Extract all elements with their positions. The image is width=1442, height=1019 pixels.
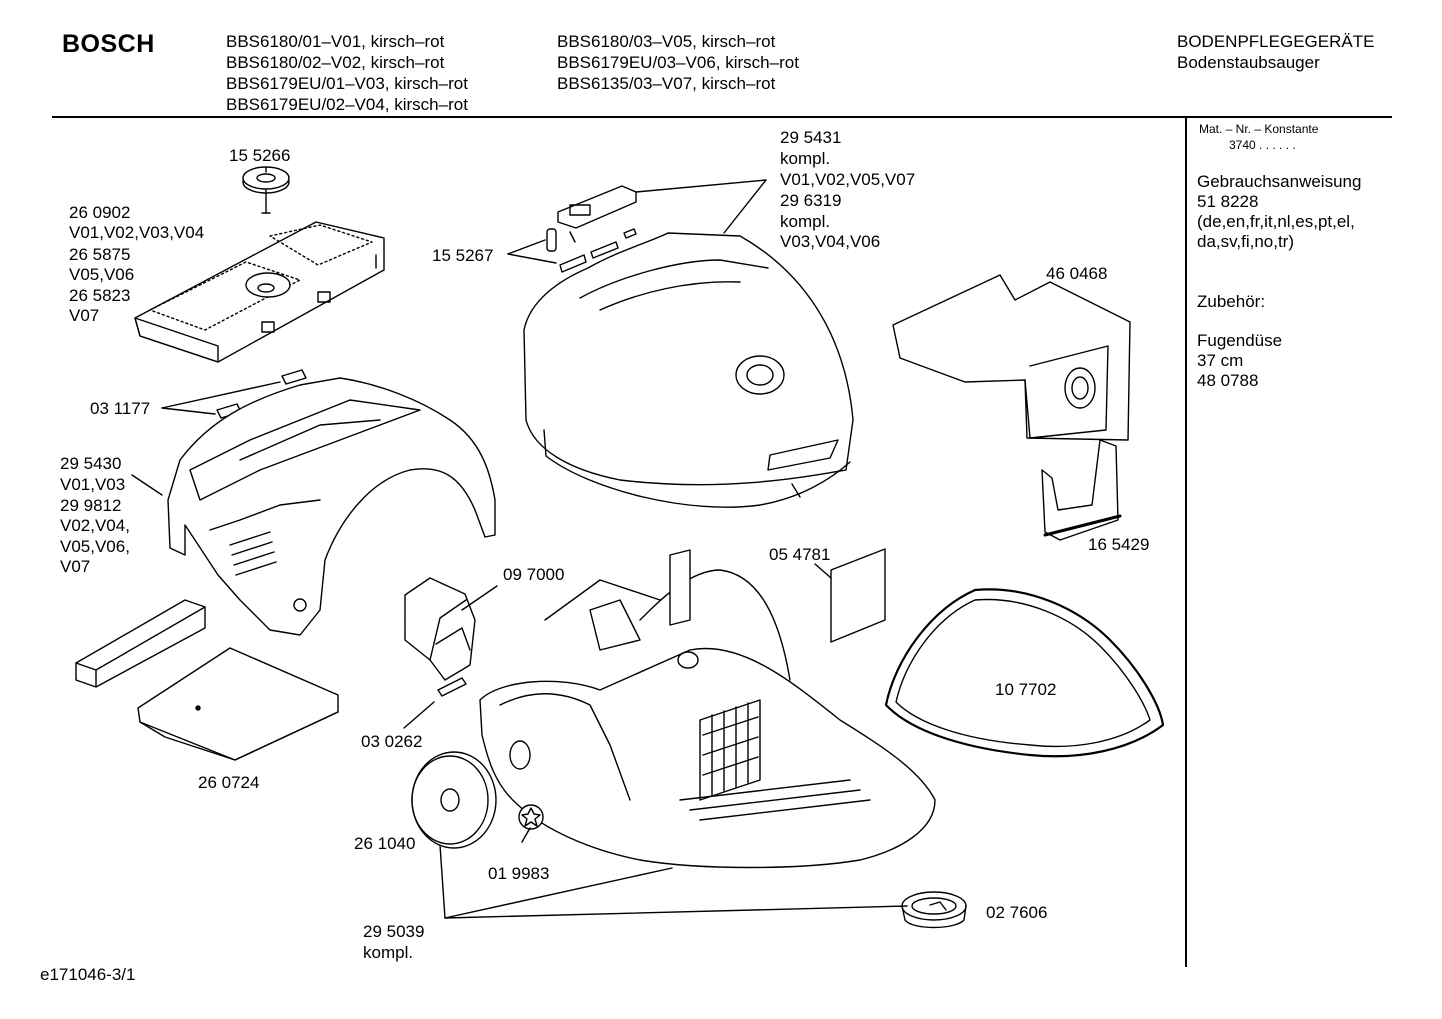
manual-langs: da,sv,fi,no,tr) [1197,232,1294,251]
model-line: BBS6179EU/02–V04, kirsch–rot [226,95,468,114]
housing-drawing [168,378,495,635]
part-label: 03 0262 [361,732,423,751]
model-line: BBS6179EU/01–V03, kirsch–rot [226,74,468,93]
small-parts-drawing [547,186,636,272]
star-clip-drawing [519,805,543,829]
part-label: V03,V04,V06 [780,232,881,251]
lid-assembly-drawing [524,233,853,507]
brand-logo: BOSCH [62,30,155,58]
part-label: 09 7000 [503,565,565,584]
leader-lines [132,168,907,918]
part-label: 01 9983 [488,864,550,883]
part-label: 26 0724 [198,773,260,792]
accessories-title: Zubehör: [1197,292,1266,311]
wheel-drawing [412,752,496,848]
dust-bag-drawing [893,275,1130,440]
part-label: 29 5430 [60,454,122,473]
part-label: 26 5823 [69,286,131,305]
mat-nr-value: 3740 . . . . . . [1229,138,1296,152]
part-label: 29 5039 [363,922,425,941]
part-label: V07 [60,557,91,576]
part-label: 26 5875 [69,245,131,264]
filter-sheet-drawing [831,549,885,642]
part-label: V01,V02,V03,V04 [69,223,205,242]
model-line: BBS6180/03–V05, kirsch–rot [557,32,776,51]
filter-pad-drawing [76,600,205,687]
part-label: 26 0902 [69,203,131,222]
category-title: BODENPFLEGEGERÄTE [1177,32,1375,51]
part-label: V05,V06, [60,537,130,556]
accessory-size: 37 cm [1197,351,1244,370]
part-label: 46 0468 [1046,264,1108,283]
part-label: 16 5429 [1088,535,1150,554]
part-label: 29 9812 [60,496,122,515]
part-label: 10 7702 [995,680,1057,699]
model-line: BBS6180/02–V02, kirsch–rot [226,53,445,72]
document-id: e171046-3/1 [40,965,136,984]
part-label: 15 5266 [229,146,291,165]
manual-title: Gebrauchsanweisung [1197,172,1362,191]
model-line: BBS6135/03–V07, kirsch–rot [557,74,776,93]
seal-drawing [886,589,1163,756]
model-line: BBS6180/01–V01, kirsch–rot [226,32,445,51]
part-label: 05 4781 [769,545,831,564]
part-label: V01,V03 [60,475,126,494]
part-label: V07 [69,306,100,325]
part-label: 26 1040 [354,834,416,853]
part-label: kompl. [780,212,831,231]
part-label: 29 5431 [780,128,842,147]
header-divider [52,116,1392,118]
accessory-number: 48 0788 [1197,371,1259,390]
filter-cover-drawing [135,222,384,362]
manual-langs: (de,en,fr,it,nl,es,pt,el, [1197,212,1355,231]
caster-drawing [902,892,966,928]
part-label: V05,V06 [69,265,135,284]
part-label: V02,V04, [60,516,130,535]
sidebar-divider [1185,117,1187,967]
subcategory-title: Bodenstaubsauger [1177,53,1320,72]
part-label: 29 6319 [780,191,842,210]
model-line: BBS6179EU/03–V06, kirsch–rot [557,53,799,72]
part-label: kompl. [363,943,414,962]
clip-parts-drawing [217,370,306,418]
valve-flap-drawing [405,578,475,680]
part-label: kompl. [780,149,831,168]
part-label: 03 1177 [90,399,151,418]
filter-tray-drawing [138,648,338,760]
mat-nr-label: Mat. – Nr. – Konstante [1199,122,1319,136]
part-label: 15 5267 [432,246,494,265]
pin-drawing [438,678,466,696]
part-label: V01,V02,V05,V07 [780,170,916,189]
part-label: 02 7606 [986,903,1048,922]
bag-holder-drawing [1042,440,1120,540]
knob-part-drawing [243,167,289,213]
manual-number: 51 8228 [1197,192,1259,211]
accessory-name: Fugendüse [1197,331,1283,350]
